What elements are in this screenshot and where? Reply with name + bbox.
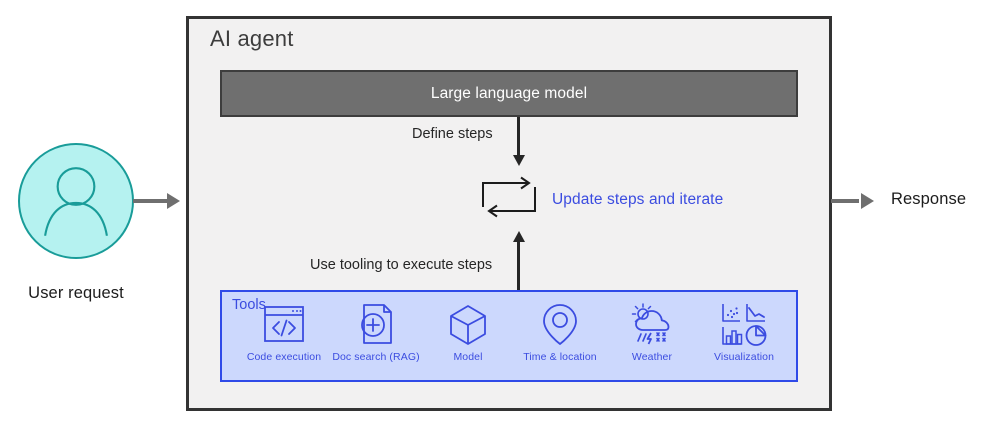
response-label: Response — [891, 190, 967, 208]
tools-panel-title: Tools — [232, 297, 266, 313]
tool-label: Weather — [631, 351, 673, 363]
cube-icon — [445, 300, 491, 348]
define-steps-label: Define steps — [412, 126, 493, 142]
tool-label: Doc search (RAG) — [332, 351, 420, 363]
tool-item-doc-search[interactable]: Doc search (RAG) — [330, 300, 422, 363]
arrow-right-icon — [167, 193, 180, 209]
tool-item-code-execution[interactable]: Code execution — [238, 300, 330, 363]
update-steps-and-iterate-label: Update steps and iterate — [552, 191, 724, 208]
tool-item-weather[interactable]: Weather — [606, 300, 698, 363]
tool-label: Visualization — [713, 351, 775, 363]
tools-list: Code execution Doc search (RAG) — [222, 300, 796, 380]
code-window-icon — [261, 300, 307, 348]
map-pin-icon — [537, 300, 583, 348]
document-plus-icon — [353, 300, 399, 348]
tool-label: Model — [453, 351, 483, 363]
tools-panel — [220, 290, 798, 382]
arrow-up-icon — [512, 231, 525, 242]
tool-item-model[interactable]: Model — [422, 300, 514, 363]
tool-label: Time & location — [523, 351, 597, 363]
use-tooling-label: Use tooling to execute steps — [310, 257, 493, 273]
user-avatar — [18, 143, 134, 259]
page-title: AI agent — [210, 26, 294, 51]
user-request-label: User request — [28, 284, 124, 302]
charts-grid-icon — [720, 300, 768, 348]
tool-item-time-location[interactable]: Time & location — [514, 300, 606, 363]
loop-arrows-icon — [482, 176, 536, 218]
arrow-right-icon — [861, 193, 874, 209]
arrow-down-icon — [512, 155, 525, 166]
llm-label: Large language model — [430, 84, 588, 102]
large-language-model-block: Large language model — [220, 70, 798, 117]
user-avatar-icon — [44, 167, 108, 236]
tool-item-visualization[interactable]: Visualization — [698, 300, 790, 363]
tool-label: Code execution — [246, 351, 322, 363]
sun-cloud-rain-icon — [629, 300, 675, 348]
